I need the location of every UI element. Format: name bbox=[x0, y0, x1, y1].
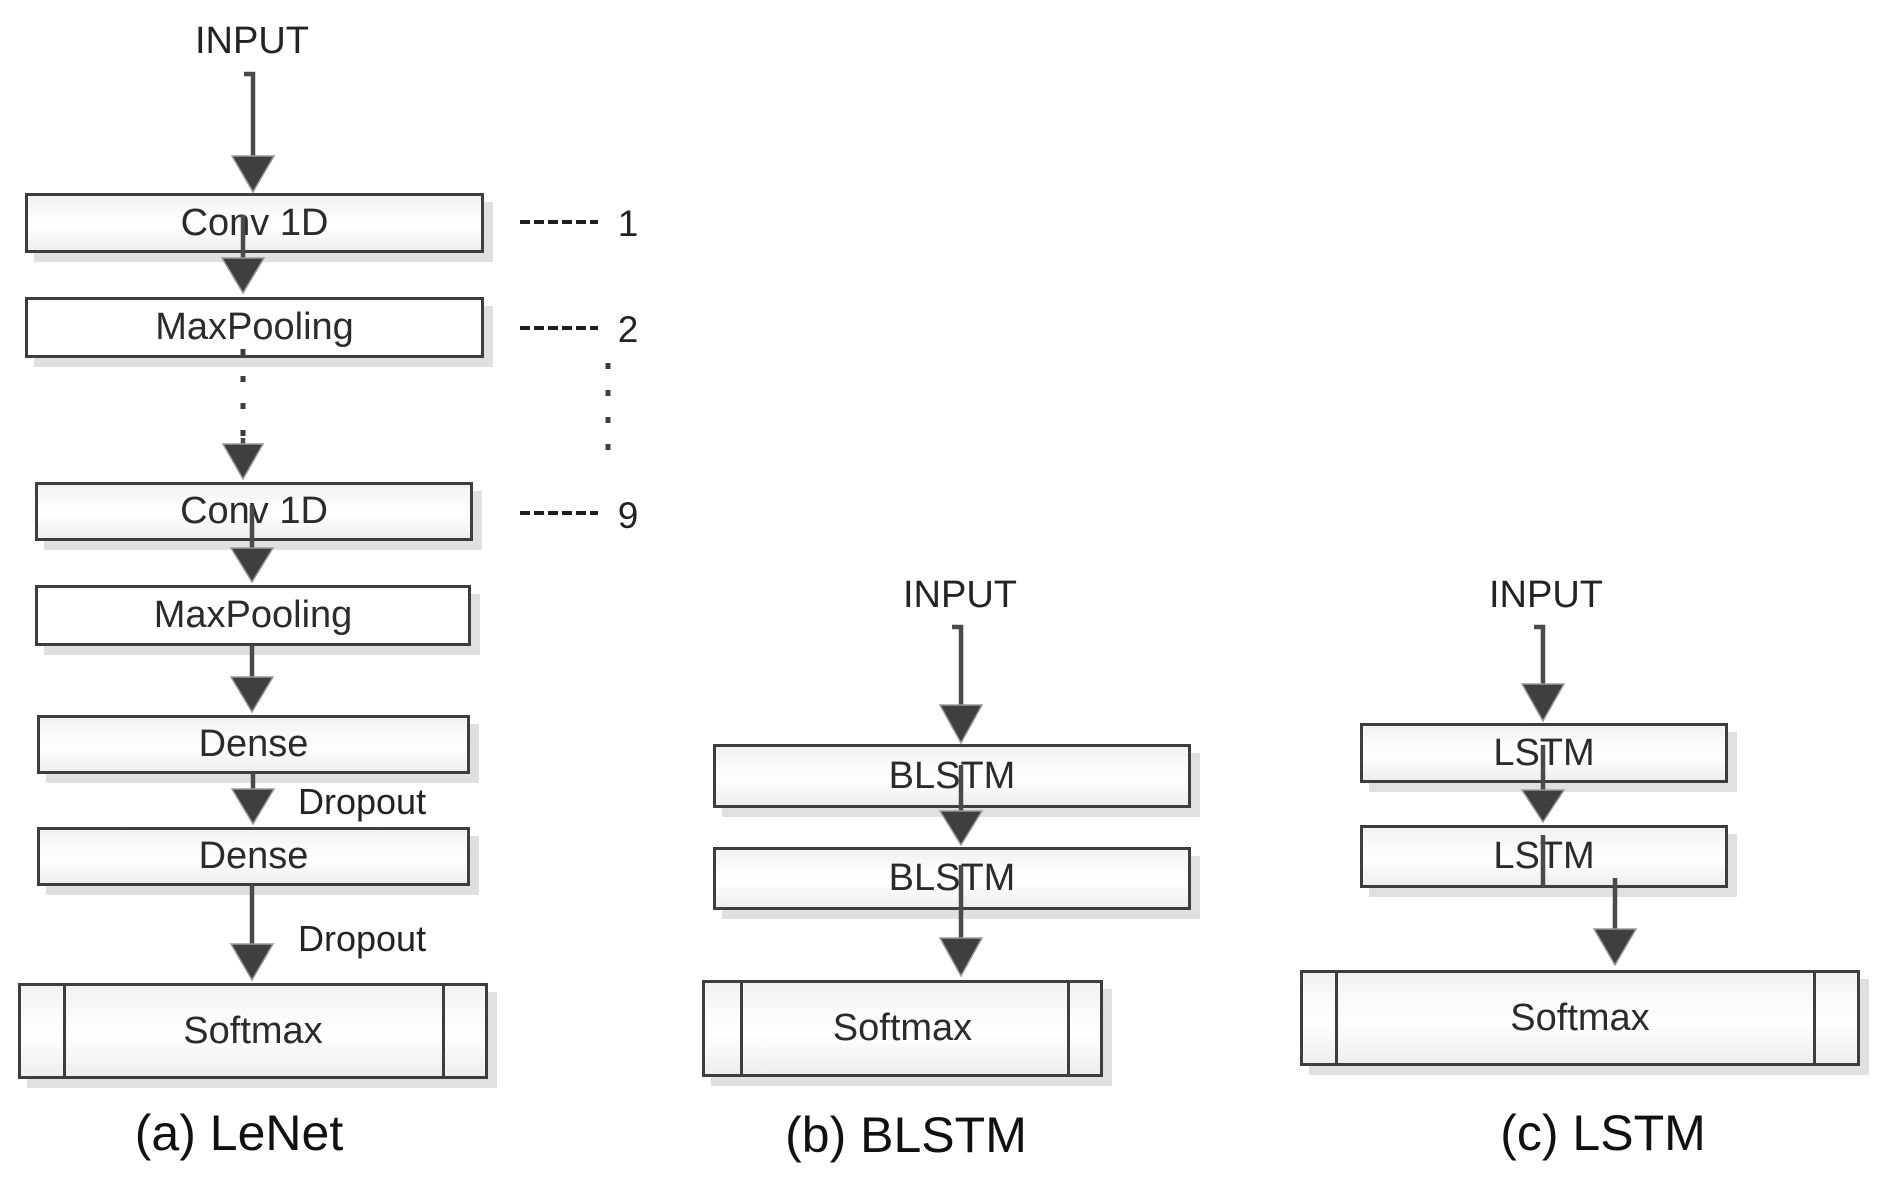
layer-box-conv1d-1: Conv 1D bbox=[25, 193, 484, 253]
layer-box-blstm-2: BLSTM bbox=[713, 847, 1191, 910]
arrow-maxpooling2-to-dense1 bbox=[229, 645, 275, 714]
layer-label: Softmax bbox=[183, 1009, 323, 1052]
layer-box-softmax-c: Softmax bbox=[1300, 970, 1860, 1066]
divider-line bbox=[1335, 973, 1338, 1063]
arrow-conv1d2-to-maxpooling2 bbox=[229, 505, 275, 584]
caption-a: (a) LeNet bbox=[134, 1105, 344, 1161]
divider-line bbox=[442, 986, 445, 1076]
input-label-c: INPUT bbox=[1489, 574, 1603, 616]
layer-label: Dense bbox=[198, 723, 309, 765]
arrow-input-to-blstm1 bbox=[938, 624, 984, 745]
layer-box-softmax-a: Softmax bbox=[18, 983, 488, 1079]
layer-label: Softmax bbox=[1510, 996, 1650, 1039]
layer-label: Conv 1D bbox=[180, 201, 329, 244]
arrow-lstm2-to-softmax-c bbox=[1592, 878, 1638, 967]
input-label-b: INPUT bbox=[903, 574, 1017, 616]
layer-box-dense-1: Dense bbox=[37, 715, 470, 774]
input-label-a: INPUT bbox=[195, 20, 309, 62]
arrow-dense1-to-dense2 bbox=[230, 773, 276, 826]
layer-label: BLSTM bbox=[888, 754, 1016, 797]
layer-box-maxpooling-1: MaxPooling bbox=[25, 297, 484, 358]
caption-c: (c) LSTM bbox=[1500, 1105, 1706, 1161]
arrow-dots-to-conv1d2 bbox=[221, 438, 265, 481]
dropout-label-1: Dropout bbox=[298, 781, 427, 822]
layer-box-dense-2: Dense bbox=[37, 827, 470, 886]
caption-b: (b) BLSTM bbox=[785, 1107, 1027, 1163]
divider-line bbox=[740, 983, 743, 1074]
arrow-dense2-to-softmax-a bbox=[229, 885, 275, 982]
layer-label: Softmax bbox=[832, 1007, 973, 1049]
divider-line bbox=[63, 986, 66, 1076]
layer-label: Dense bbox=[198, 835, 309, 877]
layer-label: MaxPooling bbox=[155, 306, 354, 348]
layer-label: MaxPooling bbox=[153, 594, 353, 636]
arrow-lstm1-to-lstm2 bbox=[1520, 745, 1566, 824]
arrow-blstm2-to-softmax-b bbox=[938, 865, 984, 978]
layer-box-maxpooling-2: MaxPooling bbox=[35, 585, 471, 646]
stage-number-9: 9 bbox=[617, 495, 639, 536]
arrow-input-to-lstm1 bbox=[1520, 624, 1566, 723]
arrow-input-to-conv1a bbox=[230, 71, 276, 194]
stage-number-1: 1 bbox=[617, 203, 639, 244]
arrow-blstm1-to-blstm2 bbox=[938, 765, 984, 847]
divider-line bbox=[1067, 983, 1070, 1074]
dropout-label-2: Dropout bbox=[298, 918, 427, 959]
layer-box-blstm-1: BLSTM bbox=[713, 744, 1191, 808]
layer-box-softmax-b: Softmax bbox=[702, 980, 1103, 1077]
divider-line bbox=[1813, 973, 1816, 1063]
arrow-conv1a-to-maxpooling1 bbox=[220, 215, 266, 295]
layer-label: BLSTM bbox=[888, 857, 1016, 899]
stage-number-2: 2 bbox=[617, 309, 639, 350]
